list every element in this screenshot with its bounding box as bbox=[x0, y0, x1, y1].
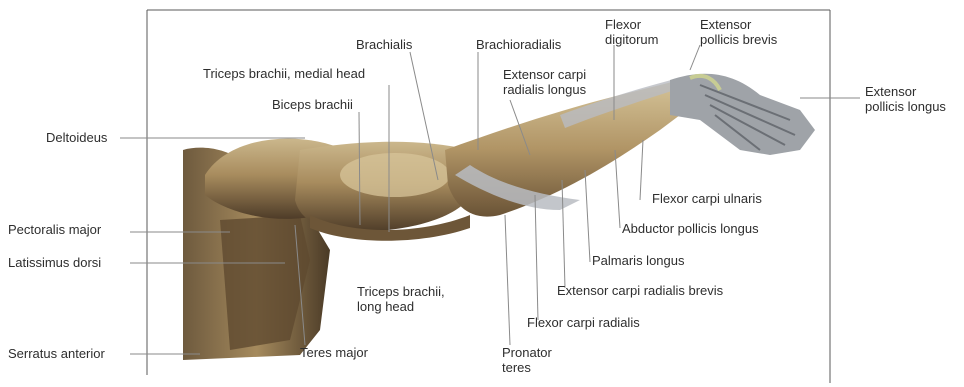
label-brachioradialis: Brachioradialis bbox=[476, 37, 561, 52]
label-serratus-anterior: Serratus anterior bbox=[8, 346, 105, 361]
label-abductor-pollicis-longus: Abductor pollicis longus bbox=[622, 221, 759, 236]
label-pectoralis-major: Pectoralis major bbox=[8, 222, 101, 237]
label-biceps-brachii: Biceps brachii bbox=[272, 97, 353, 112]
label-pronator-teres: Pronator teres bbox=[502, 345, 552, 375]
label-deltoideus: Deltoideus bbox=[46, 130, 107, 145]
label-triceps-medial-head: Triceps brachii, medial head bbox=[203, 66, 365, 81]
label-palmaris-longus: Palmaris longus bbox=[592, 253, 685, 268]
label-extensor-carpi-radialis-brevis: Extensor carpi radialis brevis bbox=[557, 283, 723, 298]
label-extensor-carpi-radialis-longus: Extensor carpi radialis longus bbox=[503, 67, 586, 97]
label-flexor-carpi-radialis: Flexor carpi radialis bbox=[527, 315, 640, 330]
label-flexor-carpi-ulnaris: Flexor carpi ulnaris bbox=[652, 191, 762, 206]
label-triceps-long-head: Triceps brachii, long head bbox=[357, 284, 445, 314]
label-teres-major: Teres major bbox=[300, 345, 368, 360]
label-latissimus-dorsi: Latissimus dorsi bbox=[8, 255, 101, 270]
label-brachialis: Brachialis bbox=[356, 37, 412, 52]
label-extensor-pollicis-brevis: Extensor pollicis brevis bbox=[700, 17, 777, 47]
label-extensor-pollicis-longus: Extensor pollicis longus bbox=[865, 84, 946, 114]
hand-tendons bbox=[670, 74, 815, 155]
label-flexor-digitorum: Flexor digitorum bbox=[605, 17, 658, 47]
